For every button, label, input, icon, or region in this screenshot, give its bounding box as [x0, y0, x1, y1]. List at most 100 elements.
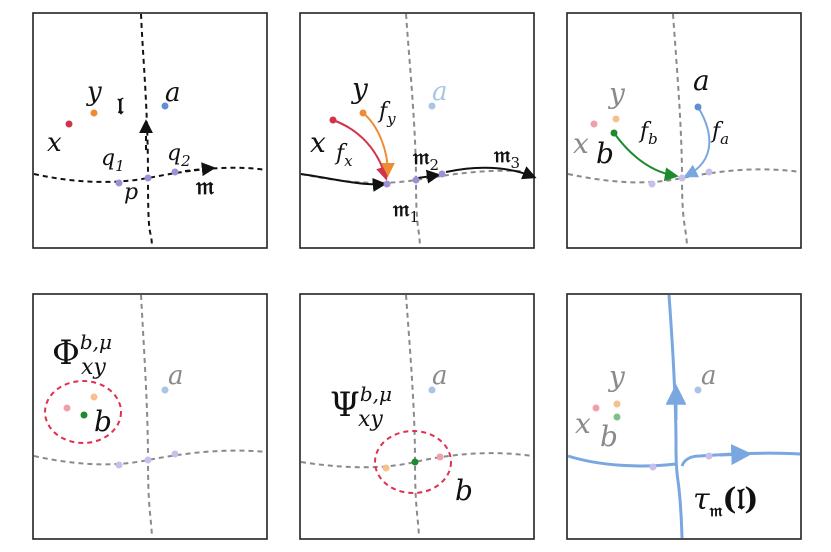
label-a: a — [168, 361, 184, 391]
label-m: 𝔪 — [195, 171, 214, 200]
point-x — [329, 116, 337, 124]
lattice-point-2 — [678, 174, 686, 182]
point-m2 — [412, 176, 420, 184]
point-a — [694, 103, 702, 111]
label-q1: q1 — [101, 146, 125, 175]
ring-psi — [374, 430, 452, 494]
label-fb: fb — [638, 119, 658, 148]
panel-4-frame — [32, 293, 268, 540]
point-x — [590, 120, 598, 128]
lattice-point-1 — [649, 463, 657, 471]
point-a — [428, 386, 436, 394]
arrow-fa — [683, 106, 711, 178]
point-q2 — [171, 168, 179, 176]
label-y: y — [607, 77, 626, 110]
lattice-point-2 — [705, 452, 713, 460]
point-b — [613, 413, 621, 421]
point-a — [161, 386, 169, 394]
lattice-point-3 — [171, 450, 179, 458]
point-b — [610, 129, 618, 137]
label-b: b — [455, 474, 473, 507]
label-m2: 𝔪2 — [412, 144, 439, 174]
panel-4: Φb,μ xy a b — [32, 293, 268, 540]
gray-vertical-line — [140, 294, 153, 538]
panel-5: Ψb,μ xy a b — [299, 293, 535, 540]
label-x: x — [310, 126, 326, 159]
panel-6: x y b a τ𝔪(𝔩) — [566, 293, 802, 540]
panel-1-frame — [32, 12, 268, 249]
point-p — [144, 174, 152, 182]
arrow-m1 — [300, 173, 387, 192]
point-a — [161, 102, 169, 110]
label-a: a — [165, 78, 181, 108]
label-a: a — [693, 64, 710, 97]
label-b: b — [596, 137, 614, 170]
lattice-point-2 — [144, 456, 152, 464]
lattice-point-1 — [115, 461, 123, 469]
blue-path-right — [680, 451, 801, 467]
label-b: b — [94, 405, 112, 438]
point-x — [63, 404, 71, 412]
label-x: x — [575, 407, 591, 440]
line-m-arrow — [184, 162, 216, 177]
label-fy: fy — [377, 99, 396, 128]
gray-vertical-line — [672, 13, 688, 247]
blue-path-vertical — [667, 294, 684, 539]
point-x — [436, 453, 444, 461]
arrow-fy — [362, 112, 395, 177]
point-y — [382, 464, 390, 472]
label-a: a — [701, 361, 717, 391]
label-p: p — [124, 180, 138, 205]
label-psi: Ψb,μ — [330, 382, 392, 425]
lattice-point-3 — [705, 168, 713, 176]
panel-6-frame — [566, 293, 802, 540]
gray-vertical-line — [405, 294, 420, 538]
blue-path-right-arrow — [719, 444, 753, 466]
panel-1: x y a 𝔩 q1 q2 p 𝔪 — [32, 12, 268, 249]
label-l: 𝔩 — [117, 91, 124, 120]
point-y — [359, 109, 367, 117]
panel-3-frame — [566, 12, 802, 249]
label-fa: fa — [710, 119, 729, 148]
point-b — [80, 411, 88, 419]
point-y — [613, 400, 621, 408]
label-q2: q2 — [167, 141, 191, 170]
blue-path-left — [567, 454, 677, 468]
point-m1 — [383, 180, 391, 188]
label-m1: 𝔪1 — [392, 196, 419, 226]
label-phi-sub: xy — [81, 355, 106, 380]
panel-3: x y b a fb fa — [566, 12, 802, 249]
point-x — [592, 404, 600, 412]
panel-5-frame — [299, 293, 535, 540]
point-x — [65, 120, 73, 128]
panel-2-frame — [299, 12, 535, 249]
arrow-m3 — [445, 166, 537, 180]
point-q1 — [115, 179, 123, 187]
label-y: y — [607, 360, 626, 393]
label-m3: 𝔪3 — [493, 142, 520, 172]
label-x: x — [47, 128, 62, 158]
gray-vertical-line — [405, 13, 421, 247]
ring-phi — [44, 380, 122, 444]
label-a: a — [432, 77, 448, 107]
arrow-fb — [613, 132, 679, 182]
label-psi-sub: xy — [358, 407, 383, 432]
point-y — [90, 393, 98, 401]
label-a: a — [432, 361, 448, 391]
label-y: y — [350, 72, 369, 105]
label-y: y — [86, 77, 102, 107]
label-tau: τ𝔪(𝔩) — [693, 482, 758, 521]
label-b: b — [600, 420, 618, 453]
panel-2: x y a fx fy 𝔪1 𝔪2 𝔪3 — [299, 12, 537, 249]
lattice-point-1 — [648, 180, 656, 188]
arrow-m2 — [417, 169, 441, 184]
point-m3 — [438, 170, 446, 178]
label-x: x — [573, 127, 589, 160]
label-fx: fx — [334, 141, 353, 170]
label-phi: Φb,μ — [52, 330, 112, 373]
point-a — [694, 386, 702, 394]
point-b — [411, 458, 419, 466]
point-a — [428, 102, 436, 110]
point-y — [90, 109, 98, 117]
